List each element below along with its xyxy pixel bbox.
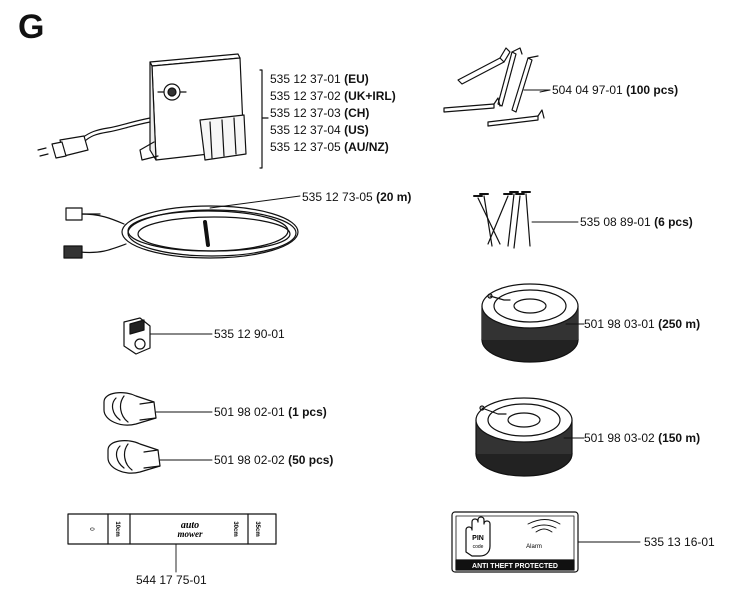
- part-number: 535 12 37-03: [270, 106, 341, 120]
- coupler-50-drawing: [107, 440, 213, 474]
- pegs-drawing: [443, 47, 551, 127]
- part-qualifier: (20 m): [376, 190, 412, 204]
- part-number: 501 98 02-01: [214, 405, 285, 419]
- part-qualifier: (US): [344, 123, 369, 137]
- coupler-1-label: 501 98 02-01 (1 pcs): [214, 404, 327, 420]
- ruler-drawing: [67, 513, 277, 573]
- part-qualifier: (CH): [344, 106, 370, 120]
- power-supply-drawing: [37, 53, 247, 161]
- part-number: 535 12 37-04: [270, 123, 341, 137]
- power-supply-part-aunz: 535 12 37-05 (AU/NZ): [270, 139, 389, 155]
- coupler-1-drawing: [103, 392, 213, 426]
- part-number: 535 12 73-05: [302, 190, 373, 204]
- ruler-tick-35: 35cm: [254, 521, 260, 536]
- part-number: 535 13 16-01: [644, 535, 715, 549]
- section-letter: G: [18, 8, 45, 46]
- part-number: 535 12 37-02: [270, 89, 341, 103]
- sticker-alarm-text: Alarm: [526, 544, 542, 550]
- part-qualifier: (50 pcs): [288, 453, 334, 467]
- coupler-50-label: 501 98 02-02 (50 pcs): [214, 452, 333, 468]
- part-number: 535 12 90-01: [214, 327, 285, 341]
- part-qualifier: (AU/NZ): [344, 140, 389, 154]
- wire-spool-150-drawing: [475, 397, 585, 477]
- part-number: 501 98 02-02: [214, 453, 285, 467]
- wire-150-label: 501 98 03-02 (150 m): [584, 430, 700, 446]
- power-supply-part-uk: 535 12 37-02 (UK+IRL): [270, 88, 396, 104]
- pegs-label: 504 04 97-01 (100 pcs): [552, 82, 678, 98]
- sticker-banner-text: ANTI THEFT PROTECTED: [472, 563, 558, 570]
- low-voltage-cable-drawing: [63, 195, 301, 259]
- part-number: 504 04 97-01: [552, 83, 623, 97]
- nails-label: 535 08 89-01 (6 pcs): [580, 214, 693, 230]
- part-qualifier: (6 pcs): [654, 215, 693, 229]
- part-qualifier: (150 m): [658, 431, 701, 445]
- anti-theft-sticker-drawing: [451, 511, 641, 573]
- part-number: 535 08 89-01: [580, 215, 651, 229]
- sticker-label: 535 13 16-01: [644, 534, 715, 550]
- wire-connector-label: 535 12 90-01: [214, 326, 285, 342]
- part-qualifier: (100 pcs): [626, 83, 679, 97]
- part-qualifier: (EU): [344, 72, 369, 86]
- power-supply-part-eu: 535 12 37-01 (EU): [270, 71, 369, 87]
- low-voltage-cable-label: 535 12 73-05 (20 m): [302, 189, 411, 205]
- power-supply-part-ch: 535 12 37-03 (CH): [270, 105, 369, 121]
- sticker-code-text: code: [473, 544, 484, 550]
- part-qualifier: (1 pcs): [288, 405, 327, 419]
- nails-drawing: [473, 191, 579, 249]
- ruler-logo-line1: auto: [181, 520, 199, 531]
- part-qualifier: (UK+IRL): [344, 89, 396, 103]
- part-number: 535 12 37-01: [270, 72, 341, 86]
- ruler-logo-line2: mower: [177, 529, 202, 539]
- wire-connector-drawing: [123, 317, 213, 355]
- part-number: 501 98 03-01: [584, 317, 655, 331]
- ruler-tick-30: 30cm: [232, 521, 238, 536]
- wire-spool-250-drawing: [481, 283, 585, 363]
- ruler-tick-0: 0: [88, 527, 94, 531]
- sticker-pin-text: PIN: [472, 535, 484, 542]
- wire-250-label: 501 98 03-01 (250 m): [584, 316, 700, 332]
- part-number: 535 12 37-05: [270, 140, 341, 154]
- power-supply-bracket: [259, 69, 269, 169]
- part-number: 544 17 75-01: [136, 573, 207, 587]
- power-supply-part-us: 535 12 37-04 (US): [270, 122, 369, 138]
- part-qualifier: (250 m): [658, 317, 701, 331]
- ruler-label: 544 17 75-01: [136, 572, 207, 588]
- part-number: 501 98 03-02: [584, 431, 655, 445]
- ruler-tick-10: 10cm: [114, 521, 120, 536]
